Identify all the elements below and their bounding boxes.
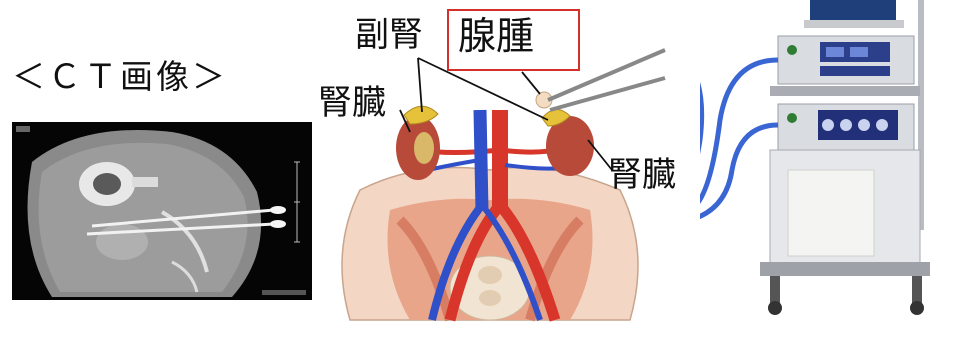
kidney-label-left: 腎臓 — [318, 86, 386, 120]
tumor-label: 腺腫 — [458, 17, 534, 55]
ct-image-title: ＜ＣＴ画像＞ — [12, 60, 228, 93]
ct-scan-image — [12, 122, 312, 300]
ablation-machine-cart — [700, 0, 961, 320]
kidney-label-right: 腎臓 — [608, 158, 676, 192]
adrenal-label: 副腎 — [355, 18, 423, 52]
